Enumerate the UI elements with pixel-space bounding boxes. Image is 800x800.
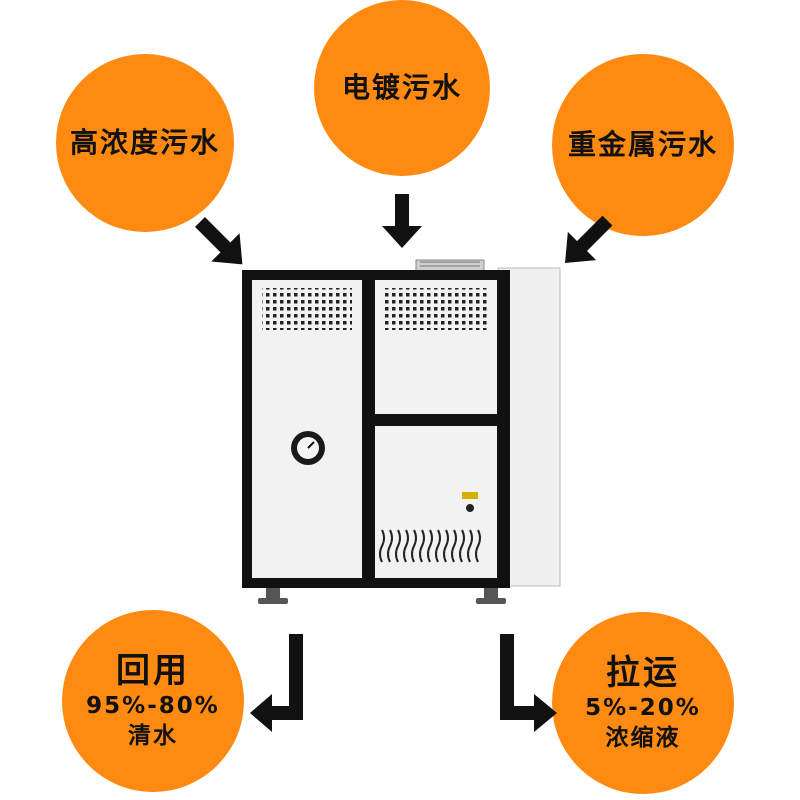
wave-vent — [379, 529, 481, 563]
arrow-down-left-icon — [565, 215, 613, 263]
door-lock — [462, 492, 478, 512]
input-label-heavy-metal: 重金属污水 — [567, 128, 718, 162]
output-reuse-percent: 95%-80% — [86, 693, 220, 720]
output-reuse-title: 回用 — [116, 650, 190, 691]
output-haul-percent: 5%-20% — [585, 695, 701, 722]
output-haul-title: 拉运 — [606, 652, 680, 693]
input-label-high-concentration: 高浓度污水 — [69, 126, 220, 160]
arrow-return-right-icon — [500, 634, 557, 732]
output-circle-reuse: 回用 95%-80% 清水 — [62, 610, 244, 792]
arrow-return-left-icon — [250, 634, 303, 732]
machine-feet — [258, 588, 506, 604]
arrow-down-right-icon — [195, 217, 243, 265]
output-haul-label: 浓缩液 — [605, 725, 681, 752]
input-circle-high-concentration: 高浓度污水 — [56, 54, 234, 232]
arrow-down-icon — [382, 194, 422, 248]
output-reuse-label: 清水 — [128, 723, 178, 750]
pressure-gauge — [291, 431, 325, 465]
input-circle-electroplating: 电镀污水 — [314, 0, 490, 176]
output-circle-haul: 拉运 5%-20% 浓缩液 — [552, 612, 734, 794]
input-label-electroplating: 电镀污水 — [341, 71, 462, 105]
treatment-machine — [242, 259, 561, 604]
fan-unit — [415, 259, 485, 273]
input-circle-heavy-metal: 重金属污水 — [552, 54, 734, 236]
